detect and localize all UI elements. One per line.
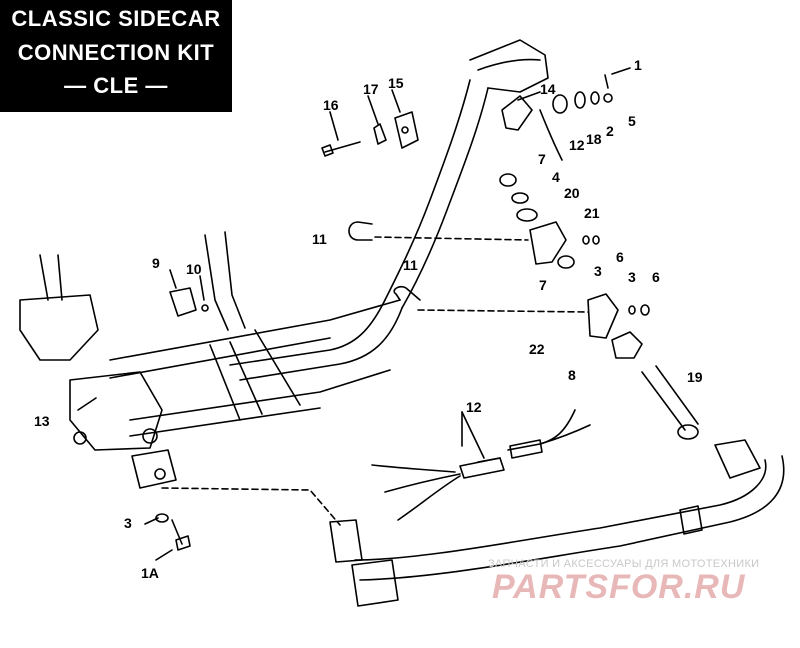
washer-18 bbox=[574, 91, 586, 109]
callout-12-lower: 12 bbox=[466, 399, 482, 415]
callout-6-upper: 6 bbox=[616, 249, 624, 265]
callout-1: 1 bbox=[634, 57, 642, 73]
frame-lower-rail bbox=[109, 299, 401, 361]
callout-1a: 1A bbox=[141, 565, 159, 581]
title-line-1: CLASSIC SIDECAR bbox=[11, 6, 221, 31]
link-12 bbox=[539, 109, 563, 161]
callout-17: 17 bbox=[363, 81, 379, 97]
callout-8: 8 bbox=[568, 367, 576, 383]
stud-19 bbox=[641, 371, 686, 431]
washer-3c bbox=[155, 513, 169, 523]
clamp-9 bbox=[169, 287, 197, 317]
ubolt-11b bbox=[393, 285, 421, 301]
title-line-2: CONNECTION KIT bbox=[17, 40, 215, 65]
bolt-16 bbox=[324, 141, 361, 153]
callout-11-upper: 11 bbox=[312, 231, 327, 247]
frame-downtube bbox=[384, 79, 471, 301]
title-line-3: — CLE — bbox=[64, 73, 168, 98]
nut-5 bbox=[603, 93, 613, 103]
callout-12-upper: 12 bbox=[569, 137, 585, 153]
watermark-logo: PARTSFOR.RU bbox=[492, 568, 746, 606]
callout-11-lower: 11 bbox=[403, 257, 418, 273]
callout-22: 22 bbox=[529, 341, 545, 357]
callout-14: 14 bbox=[540, 81, 556, 97]
callout-3-upper: 3 bbox=[594, 263, 602, 279]
bracket-21 bbox=[529, 221, 567, 265]
bracket-14 bbox=[501, 95, 533, 131]
callout-10: 10 bbox=[186, 261, 202, 277]
callout-7-lower: 7 bbox=[539, 277, 547, 293]
clamp-block bbox=[131, 449, 177, 489]
bracket-17 bbox=[373, 123, 387, 145]
callout-13: 13 bbox=[34, 413, 50, 429]
frame-rear-upright bbox=[39, 254, 49, 301]
bushing-20 bbox=[516, 208, 538, 222]
nut-7 bbox=[499, 173, 517, 187]
callout-19: 19 bbox=[687, 369, 703, 385]
callout-9: 9 bbox=[152, 255, 160, 271]
callout-15: 15 bbox=[388, 75, 404, 91]
callout-18: 18 bbox=[586, 131, 602, 147]
callout-4: 4 bbox=[552, 169, 560, 185]
pin-1 bbox=[604, 74, 609, 89]
washer-4 bbox=[511, 192, 529, 204]
sidecar-clamp bbox=[351, 559, 399, 607]
wiring-harness bbox=[371, 464, 456, 473]
callout-6-lower: 6 bbox=[652, 269, 660, 285]
clamp-15 bbox=[394, 111, 419, 149]
watermark-subtitle: ЗАПЧАСТИ И АКСЕССУАРЫ ДЛЯ МОТОТЕХНИКИ bbox=[488, 558, 760, 570]
callout-16: 16 bbox=[323, 97, 339, 113]
callout-2: 2 bbox=[606, 123, 614, 139]
bracket-22 bbox=[587, 293, 619, 339]
callout-20: 20 bbox=[564, 185, 580, 201]
bolt-10 bbox=[201, 304, 209, 312]
callout-3-lower: 3 bbox=[124, 515, 132, 531]
callout-5: 5 bbox=[628, 113, 636, 129]
frame-lower-curve bbox=[229, 299, 386, 366]
washer-2 bbox=[590, 91, 600, 105]
callout-3-mid: 3 bbox=[628, 269, 636, 285]
bolt-1a bbox=[171, 519, 183, 545]
nut-8 bbox=[611, 331, 643, 359]
steering-head bbox=[469, 39, 549, 93]
callout-7-upper: 7 bbox=[538, 151, 546, 167]
bracket-13 bbox=[19, 294, 99, 361]
ubolt-11a bbox=[348, 221, 373, 241]
callout-21: 21 bbox=[584, 205, 600, 221]
frame-crosstube bbox=[209, 344, 241, 421]
title-panel: CLASSIC SIDECAR CONNECTION KIT — CLE — bbox=[0, 0, 232, 112]
nut-7b bbox=[557, 255, 575, 269]
frame-lower-rail-2 bbox=[129, 369, 391, 421]
frame-downtube-inner bbox=[401, 87, 489, 309]
sidecar-tube bbox=[354, 459, 767, 561]
